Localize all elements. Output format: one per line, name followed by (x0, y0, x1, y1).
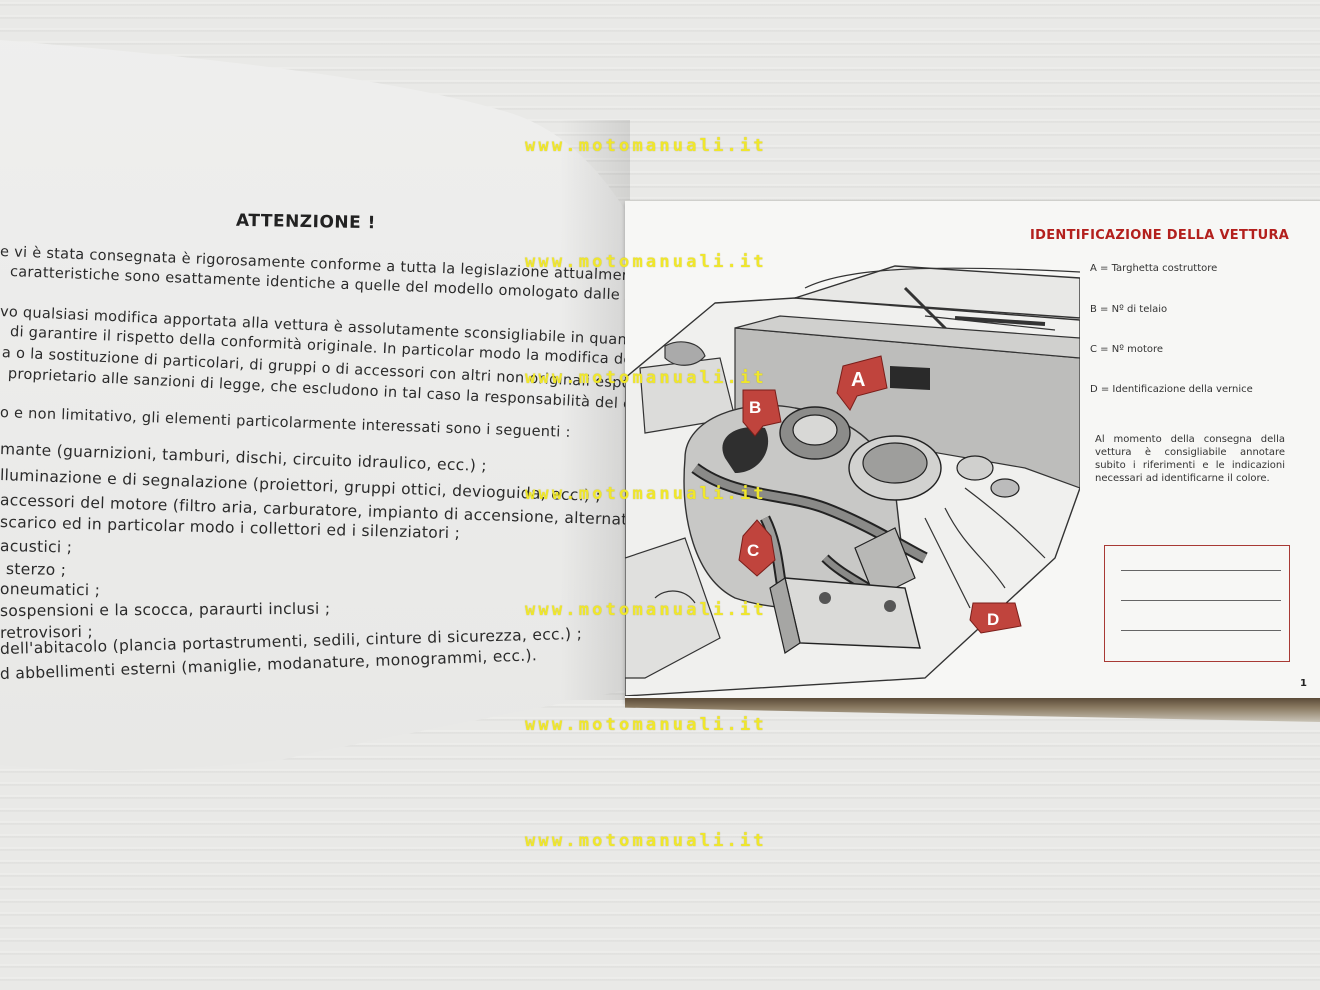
color-note: Al momento della consegna della vettura … (1095, 434, 1285, 484)
watermark: www.motomanuali.it (525, 368, 767, 388)
marker-d-label: D (987, 610, 999, 629)
marker-a-label: A (851, 369, 865, 391)
engine-bay-illustration: A B C D (625, 265, 1080, 696)
watermark: www.motomanuali.it (525, 484, 767, 504)
marker-b: B (742, 389, 782, 437)
list-line: sospensioni e la scocca, paraurti inclus… (0, 599, 331, 620)
legend-item-b: B = Nº di telaio (1090, 304, 1168, 315)
legend-item-a: A = Targhetta costruttore (1090, 263, 1218, 274)
legend-item-c: C = Nº motore (1090, 344, 1164, 355)
write-line (1121, 600, 1281, 601)
watermark: www.motomanuali.it (525, 831, 767, 851)
color-notes-box (1104, 545, 1290, 662)
marker-c-label: C (747, 541, 759, 560)
section-title: IDENTIFICAZIONE DELLA VETTURA (1030, 228, 1290, 243)
marker-a: A (836, 355, 888, 411)
list-line: oneumatici ; (0, 580, 101, 600)
marker-b-label: B (749, 398, 761, 417)
list-line: acustici ; (0, 537, 73, 557)
write-line (1121, 570, 1281, 571)
watermark: www.motomanuali.it (525, 600, 767, 620)
list-line: sterzo ; (5, 560, 67, 580)
legend-item-d: D = Identificazione della vernice (1090, 384, 1253, 395)
watermark: www.motomanuali.it (525, 715, 767, 735)
write-line (1121, 630, 1281, 631)
marker-d: D (969, 602, 1022, 634)
watermark: www.motomanuali.it (525, 136, 767, 156)
page-number: 1 (1300, 678, 1307, 689)
watermark: www.motomanuali.it (525, 252, 767, 272)
warning-heading: ATTENZIONE ! (235, 210, 377, 234)
marker-c: C (738, 519, 776, 577)
